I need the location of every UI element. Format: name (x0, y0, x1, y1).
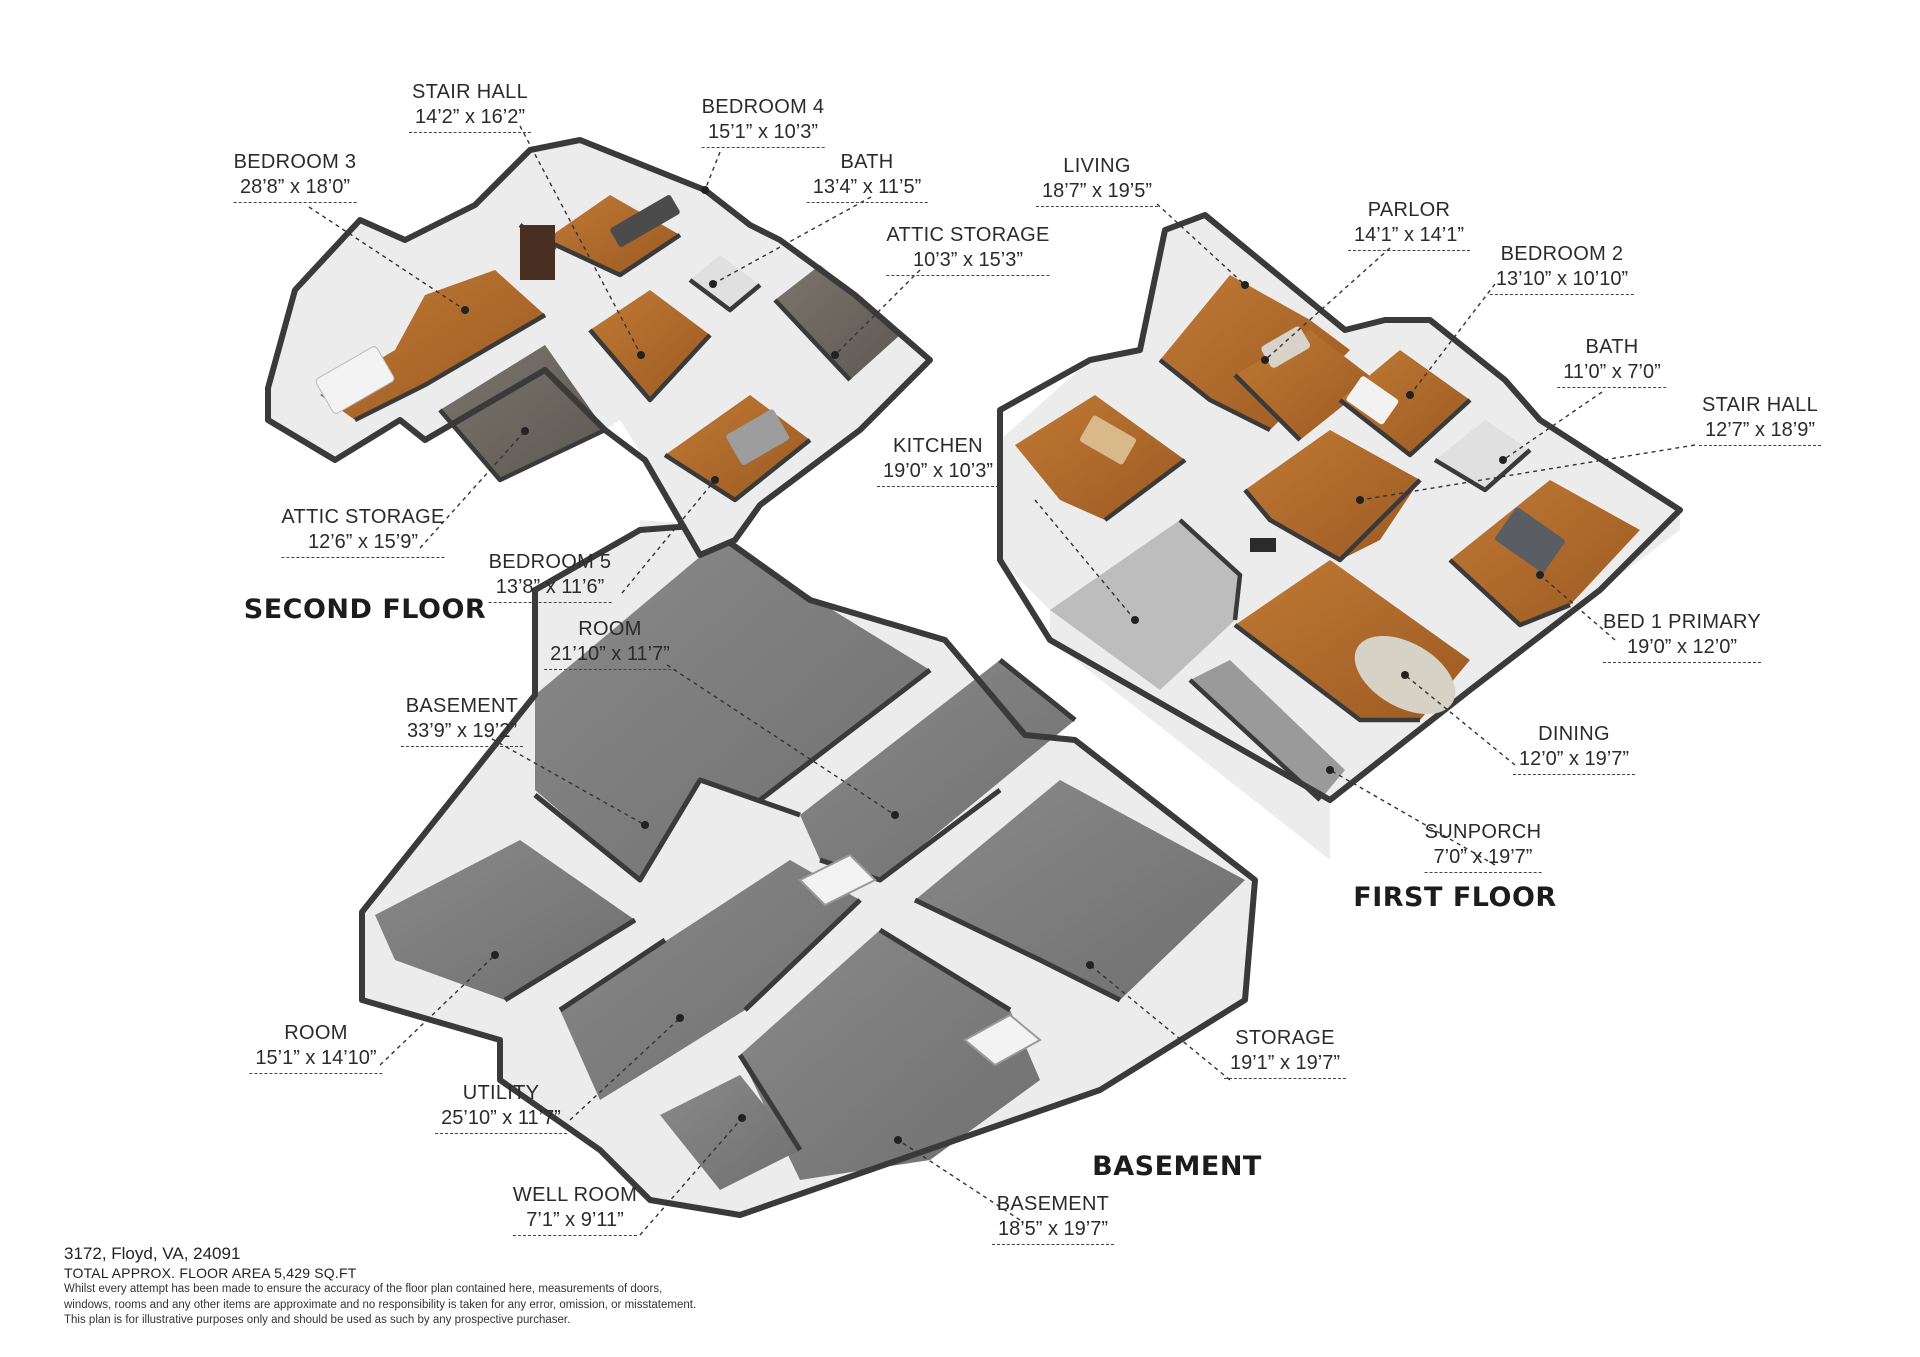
storage-floor (915, 780, 1245, 1000)
second-floor-plan (265, 137, 933, 558)
room-dims: 13’4” x 11’5” (806, 175, 928, 203)
room-dims: 7’0” x 19’7” (1424, 845, 1542, 873)
label-kitchen: KITCHEN 19’0” x 10’3” (876, 434, 1000, 487)
sunporch-floor (1190, 660, 1345, 800)
room-name: BATH (840, 151, 894, 173)
label-bath-1: BATH 11’0” x 7’0” (1557, 335, 1667, 388)
disclaimer-line-1: Whilst every attempt has been made to en… (64, 1283, 663, 1295)
label-dining: DINING 12’0” x 19’7” (1512, 722, 1636, 775)
room-dims: 13’10” x 10’10” (1489, 267, 1635, 295)
total-floor-area: TOTAL APPROX. FLOOR AREA 5,429 SQ.FT (64, 1265, 357, 1281)
label-basement-b: BASEMENT 18’5” x 19’7” (991, 1192, 1115, 1245)
bath-2-floor (690, 255, 760, 310)
dining-table-room-floor (1015, 395, 1185, 520)
room-dims: 19’1” x 19’7” (1223, 1051, 1347, 1079)
room-pins (461, 186, 1544, 1144)
room-name: STAIR HALL (1702, 394, 1818, 416)
room-name: ROOM (284, 1022, 348, 1044)
room-name: BEDROOM 4 (701, 96, 825, 118)
attic-storage-b-floor (440, 345, 605, 480)
plan-footer: 3172, Floyd, VA, 24091 TOTAL APPROX. FLO… (64, 1243, 696, 1329)
room-dims: 10’3” x 15’3” (886, 248, 1050, 276)
stair-hall-2-floor (590, 290, 710, 400)
label-utility: UTILITY 25’10” x 11’7” (435, 1081, 567, 1134)
label-bedroom-5: BEDROOM 5 13’8” x 11’6” (488, 550, 612, 603)
label-bedroom-4: BEDROOM 4 15’1” x 10’3” (701, 95, 825, 148)
first-floor-title: FIRST FLOOR (1353, 882, 1557, 913)
second-floor-title: SECOND FLOOR (243, 594, 487, 625)
room-name: ROOM (578, 618, 642, 640)
label-living: LIVING 18’7” x 19’5” (1035, 154, 1159, 207)
property-address: 3172, Floyd, VA, 24091 (64, 1244, 241, 1263)
kitchen-floor (1050, 520, 1240, 690)
room-name: BATH (1585, 336, 1639, 358)
room-dims: 13’8” x 11’6” (488, 575, 612, 603)
room-name: BEDROOM 5 (488, 551, 612, 573)
label-room-b2: ROOM 15’1” x 14’10” (249, 1021, 383, 1074)
room-dims: 15’1” x 14’10” (249, 1046, 383, 1074)
room-name: ATTIC STORAGE (886, 224, 1050, 246)
room-name: BASEMENT (405, 695, 519, 717)
room-name: DINING (1538, 723, 1610, 745)
room-dims: 19’0” x 12’0” (1602, 635, 1762, 663)
room-name: UTILITY (462, 1082, 540, 1104)
basement-a-floor (535, 540, 930, 880)
stair-hall-1-floor (1245, 430, 1420, 560)
label-room-b1: ROOM 21’10” x 11’7” (544, 617, 676, 670)
room-name: WELL ROOM (512, 1184, 638, 1206)
room-name: BASEMENT (996, 1193, 1110, 1215)
basement-stairs (798, 853, 1042, 1067)
room-dims: 11’0” x 7’0” (1557, 360, 1667, 388)
leader-lines (308, 125, 1696, 1236)
basement-title: BASEMENT (1092, 1151, 1262, 1182)
label-storage: STORAGE 19’1” x 19’7” (1223, 1026, 1347, 1079)
attic-storage-a-floor (775, 265, 900, 380)
label-bed-1-primary: BED 1 PRIMARY 19’0” x 12’0” (1602, 610, 1762, 663)
utility-floor (560, 860, 860, 1100)
room-dims: 7’1” x 9’11” (512, 1208, 638, 1236)
room-name: LIVING (1063, 155, 1131, 177)
room-dims: 12’0” x 19’7” (1512, 747, 1636, 775)
room-dims: 21’10” x 11’7” (544, 642, 676, 670)
label-stair-hall-2: STAIR HALL 14’2” x 16’2” (408, 80, 532, 133)
room-dims: 12’7” x 18’9” (1698, 418, 1822, 446)
room-name: BEDROOM 3 (233, 151, 357, 173)
label-sunporch: SUNPORCH 7’0” x 19’7” (1424, 820, 1542, 873)
room-name: ATTIC STORAGE (281, 506, 445, 528)
room-dims: 25’10” x 11’7” (435, 1106, 567, 1134)
label-stair-hall-1: STAIR HALL 12’7” x 18’9” (1698, 393, 1822, 446)
room-dims: 15’1” x 10’3” (701, 120, 825, 148)
room-name: STAIR HALL (412, 81, 528, 103)
room-dims: 14’2” x 16’2” (408, 105, 532, 133)
room-dims: 33’9” x 19’2” (400, 719, 524, 747)
label-attic-storage-a: ATTIC STORAGE 10’3” x 15’3” (886, 223, 1050, 276)
label-bedroom-2: BEDROOM 2 13’10” x 10’10” (1489, 242, 1635, 295)
room-dims: 18’7” x 19’5” (1035, 179, 1159, 207)
label-parlor: PARLOR 14’1” x 14’1” (1347, 198, 1471, 251)
room-name: KITCHEN (893, 435, 983, 457)
room-dims: 28’8” x 18’0” (233, 175, 357, 203)
first-floor-plan (997, 212, 1683, 860)
room-name: STORAGE (1235, 1027, 1335, 1049)
room-name: PARLOR (1367, 199, 1451, 221)
basement-b-floor (740, 930, 1040, 1180)
basement-floor-plan (359, 520, 1258, 1218)
label-attic-storage-b: ATTIC STORAGE 12’6” x 15’9” (281, 505, 445, 558)
room-dims: 18’5” x 19’7” (991, 1217, 1115, 1245)
label-well-room: WELL ROOM 7’1” x 9’11” (512, 1183, 638, 1236)
room-dims: 19’0” x 10’3” (876, 459, 1000, 487)
second-floor-furniture (315, 195, 790, 465)
label-bedroom-3: BEDROOM 3 28’8” x 18’0” (233, 150, 357, 203)
room-name: SUNPORCH (1424, 821, 1542, 843)
room-dims: 14’1” x 14’1” (1347, 223, 1471, 251)
room-name: BEDROOM 2 (1500, 243, 1624, 265)
label-bath-2: BATH 13’4” x 11’5” (806, 150, 928, 203)
disclaimer-line-3: This plan is for illustrative purposes o… (64, 1314, 571, 1326)
label-basement-a: BASEMENT 33’9” x 19’2” (400, 694, 524, 747)
disclaimer-line-2: windows, rooms and any other items are a… (64, 1298, 697, 1311)
room-dims: 12’6” x 15’9” (281, 530, 445, 558)
room-name: BED 1 PRIMARY (1602, 611, 1762, 633)
